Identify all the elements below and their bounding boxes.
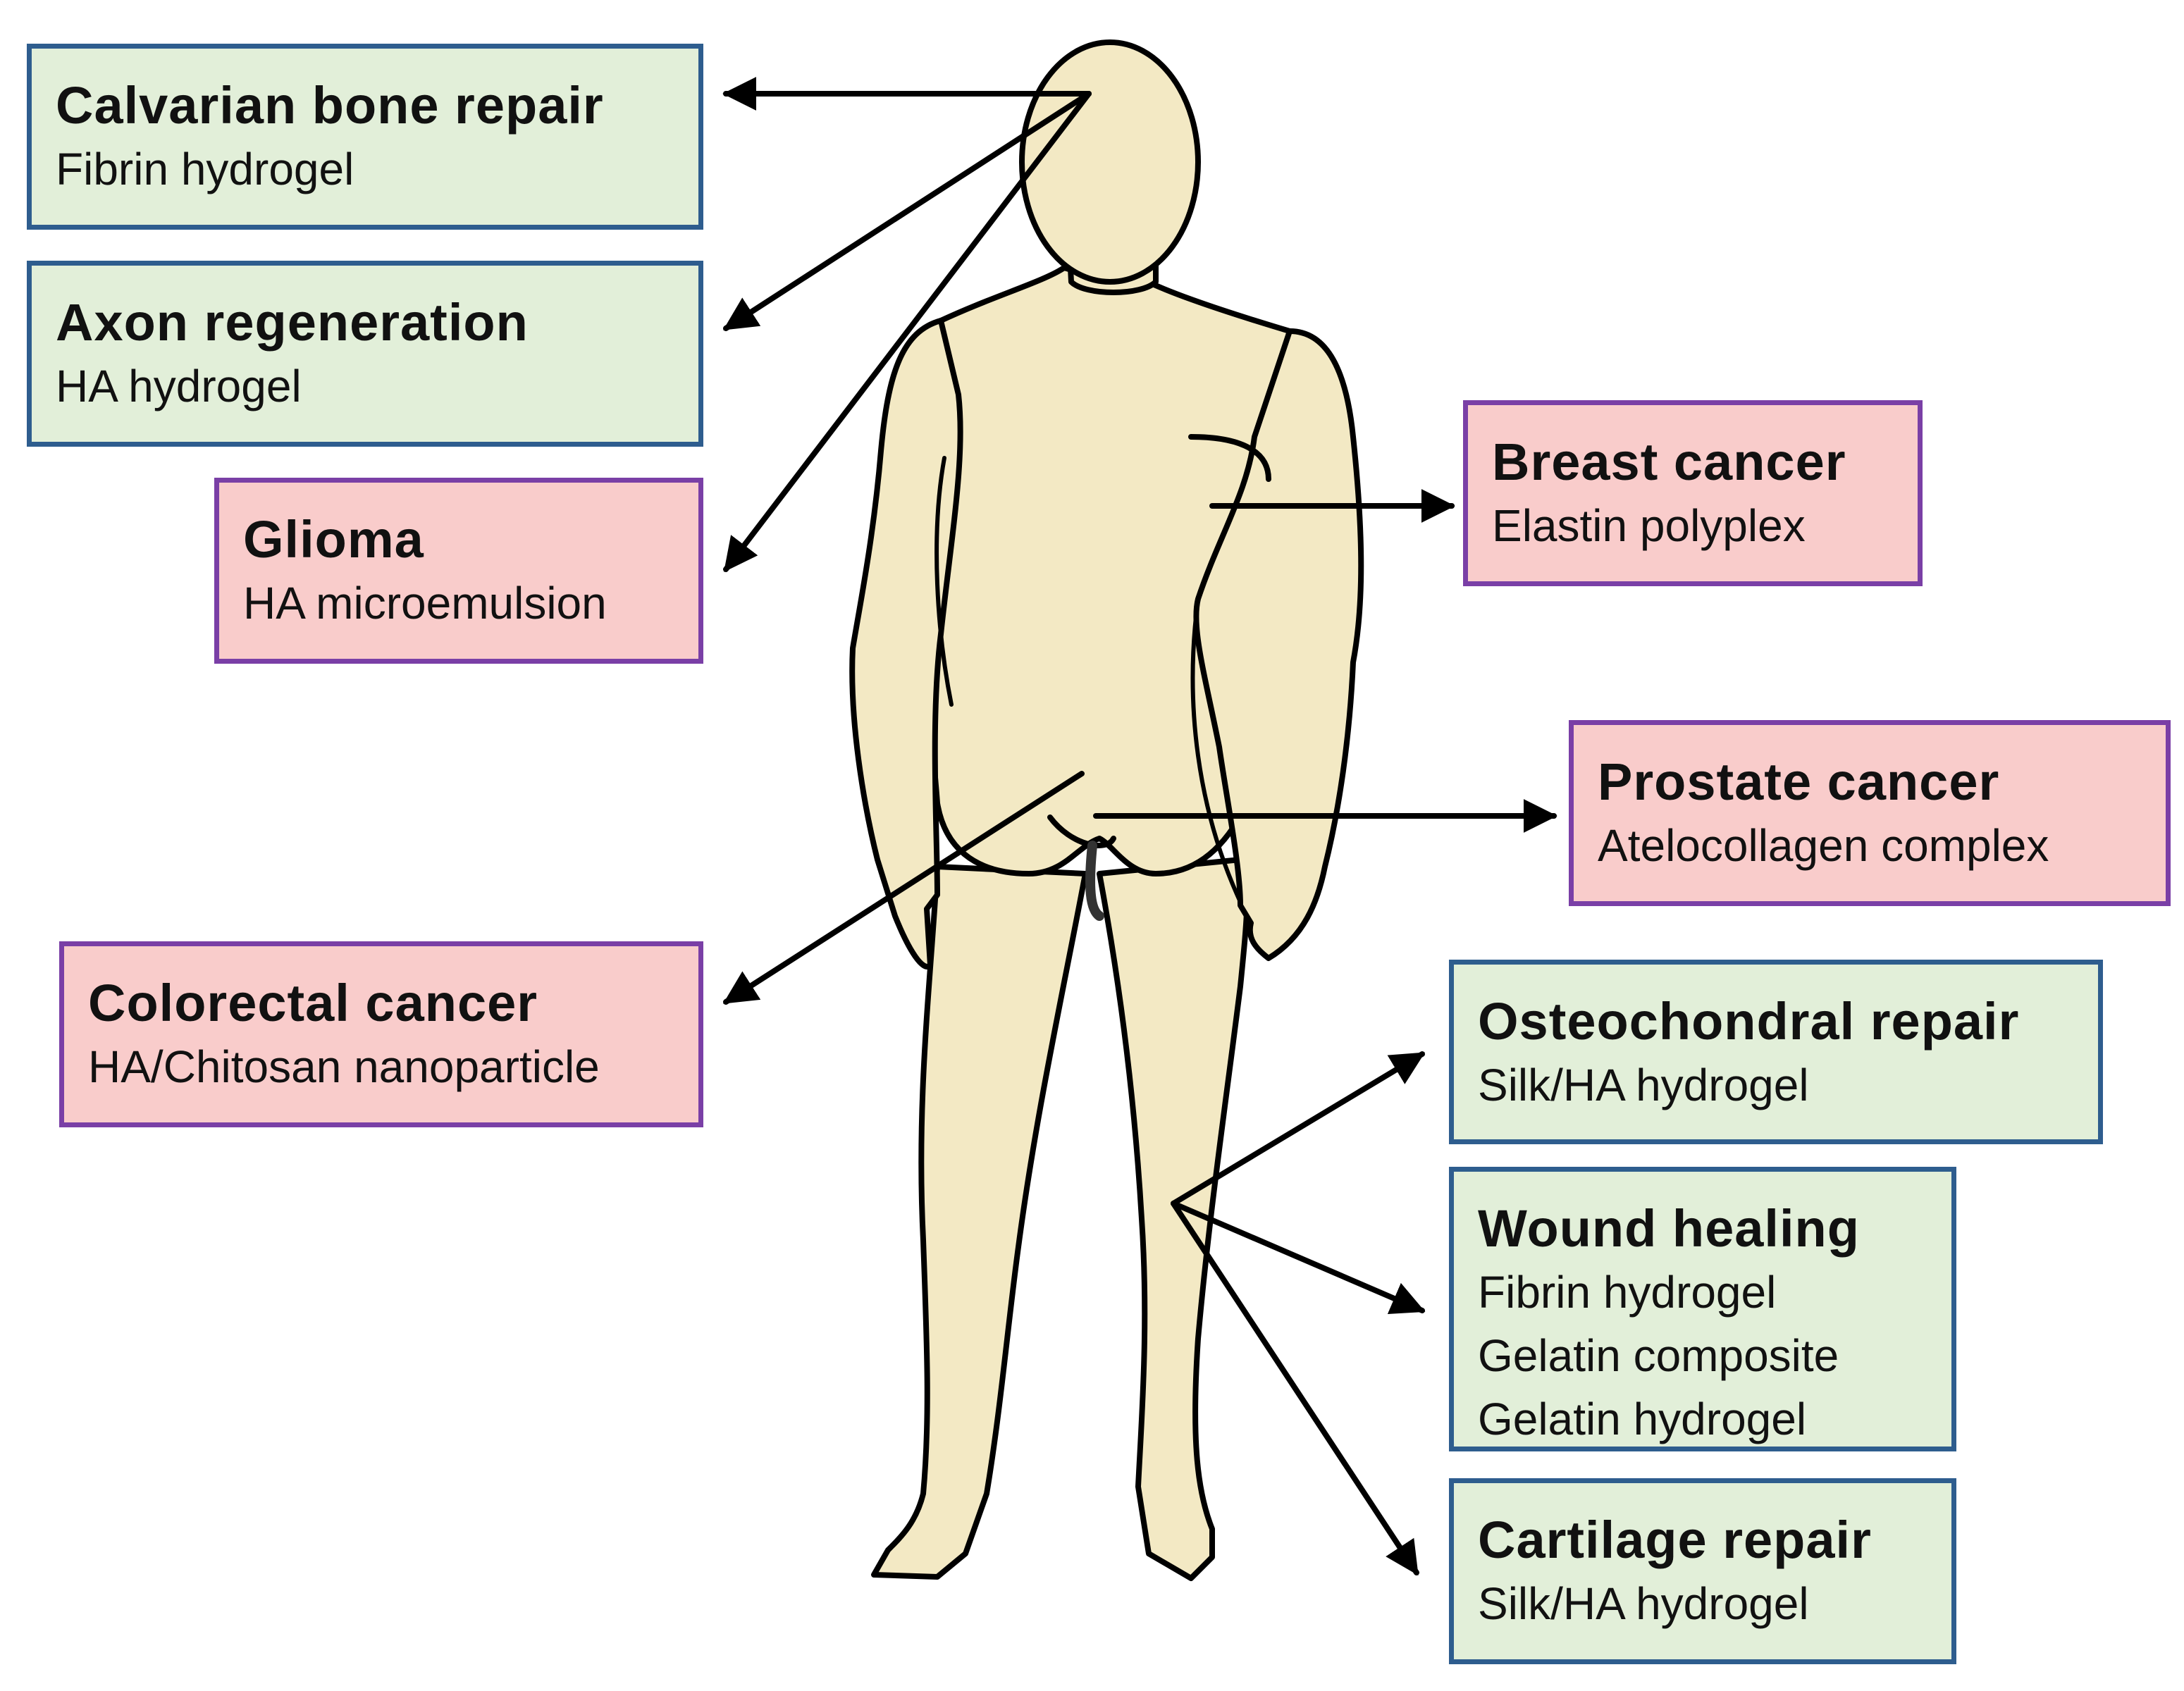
head	[1019, 39, 1201, 285]
box-item: HA hydrogel	[56, 361, 302, 411]
arrow-to-osteochondral	[1171, 1051, 1426, 1206]
breast-cancer-box: Breast cancer Elastin polyplex	[1463, 400, 1923, 586]
arrow-to-wound	[1171, 1201, 1426, 1314]
colorectal-cancer-box: Colorectal cancer HA/Chitosan nanopartic…	[59, 941, 703, 1127]
arrow-to-colorectal	[722, 771, 1085, 1005]
box-title: Cartilage repair	[1478, 1511, 1872, 1569]
arrow-to-glioma	[723, 91, 1092, 572]
box-item: Silk/HA hydrogel	[1478, 1060, 1809, 1110]
human-figure	[849, 39, 1364, 1581]
box-item: HA/Chitosan nanoparticle	[88, 1041, 600, 1092]
box-item: Fibrin hydrogel	[56, 144, 354, 194]
box-item: Gelatin composite	[1478, 1330, 1839, 1381]
box-item: HA microemulsion	[243, 578, 607, 628]
arrow-to-cartilage	[1171, 1201, 1419, 1576]
box-item: Fibrin hydrogel	[1478, 1267, 1777, 1318]
box-item: Elastin polyplex	[1492, 500, 1806, 551]
box-title: Prostate cancer	[1598, 752, 2000, 811]
box-title: Osteochondral repair	[1478, 992, 2020, 1051]
prostate-cancer-box: Prostate cancer Atelocollagen complex	[1569, 720, 2171, 906]
arrow-to-axon	[722, 91, 1092, 331]
box-title: Calvarian bone repair	[56, 76, 604, 135]
osteochondral-repair-box: Osteochondral repair Silk/HA hydrogel	[1449, 960, 2103, 1144]
box-title: Glioma	[243, 510, 424, 569]
cartilage-repair-box: Cartilage repair Silk/HA hydrogel	[1449, 1478, 1956, 1664]
left-arm	[849, 318, 963, 970]
axon-regeneration-box: Axon regeneration HA hydrogel	[27, 261, 703, 447]
box-item: Silk/HA hydrogel	[1478, 1578, 1809, 1629]
box-title: Breast cancer	[1492, 433, 1846, 491]
box-title: Wound healing	[1478, 1199, 1860, 1258]
calvarian-bone-repair-box: Calvarian bone repair Fibrin hydrogel	[27, 44, 703, 230]
left-leg	[871, 864, 1088, 1580]
wound-healing-box: Wound healing Fibrin hydrogel Gelatin co…	[1449, 1167, 1956, 1451]
box-title: Colorectal cancer	[88, 974, 538, 1032]
pointer-arrows	[722, 77, 1557, 1576]
box-title: Axon regeneration	[56, 293, 529, 352]
box-item: Gelatin hydrogel	[1478, 1394, 1807, 1444]
box-item: Atelocollagen complex	[1598, 820, 2049, 871]
glioma-box: Glioma HA microemulsion	[214, 478, 703, 664]
right-leg	[1097, 857, 1250, 1581]
